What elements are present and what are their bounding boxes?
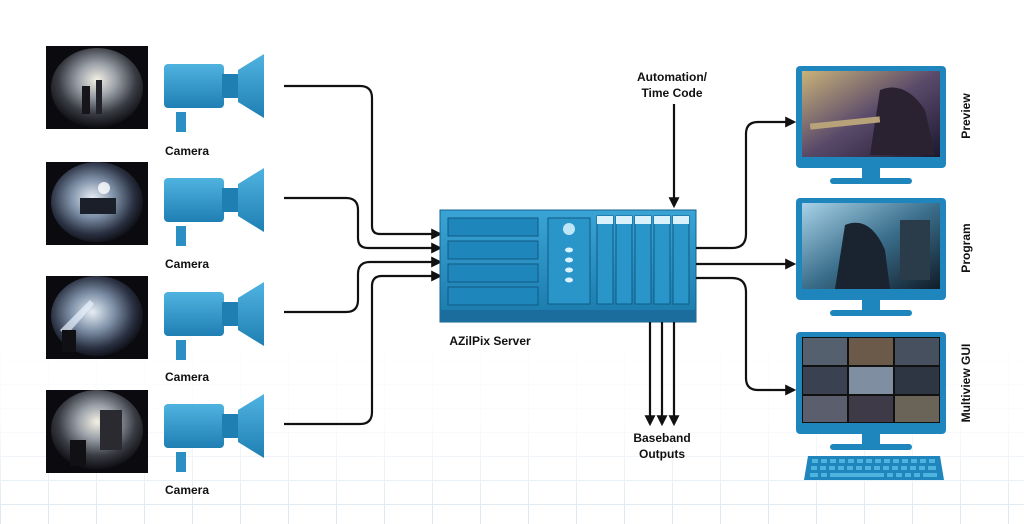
monitor-icon bbox=[796, 332, 946, 450]
camera-row-3: Camera bbox=[46, 276, 264, 384]
camera-thumbnail bbox=[46, 276, 148, 359]
camera-label: Camera bbox=[165, 483, 209, 497]
keyboard-icon bbox=[804, 456, 944, 480]
camera-icon bbox=[164, 168, 264, 246]
camera-4-connector bbox=[284, 270, 443, 426]
automation-label-line1: Automation/ bbox=[637, 70, 708, 84]
camera-icon bbox=[164, 394, 264, 472]
camera-row-4: Camera bbox=[46, 390, 264, 497]
input-connectors bbox=[284, 84, 443, 426]
program-label: Program bbox=[959, 223, 973, 272]
monitor-icon bbox=[796, 198, 946, 316]
baseband-label-line2: Outputs bbox=[639, 447, 685, 461]
baseband-label-line1: Baseband bbox=[633, 431, 690, 445]
camera-icon bbox=[164, 282, 264, 360]
camera-1-connector bbox=[284, 84, 443, 240]
camera-row-1: Camera bbox=[46, 46, 264, 158]
multiview-grid bbox=[803, 338, 939, 422]
preview-connector bbox=[696, 116, 797, 250]
camera-icon bbox=[164, 54, 264, 132]
preview-label: Preview bbox=[959, 93, 973, 139]
camera-label: Camera bbox=[165, 144, 209, 158]
camera-thumbnail bbox=[46, 46, 148, 129]
server-icon bbox=[439, 209, 697, 323]
camera-2-connector bbox=[284, 196, 443, 254]
camera-thumbnail bbox=[46, 162, 148, 245]
monitor-icon bbox=[796, 66, 946, 184]
automation-label-line2: Time Code bbox=[641, 86, 702, 100]
server-label: AZilPix Server bbox=[449, 334, 531, 348]
multiview-label: Multiview GUI bbox=[959, 344, 973, 423]
camera-row-2: Camera bbox=[46, 162, 264, 271]
camera-3-connector bbox=[284, 256, 443, 314]
baseband-connectors bbox=[644, 322, 680, 427]
camera-label: Camera bbox=[165, 370, 209, 384]
output-connectors bbox=[696, 116, 797, 396]
multiview-connector bbox=[696, 276, 797, 396]
camera-label: Camera bbox=[165, 257, 209, 271]
camera-thumbnail bbox=[46, 390, 148, 473]
